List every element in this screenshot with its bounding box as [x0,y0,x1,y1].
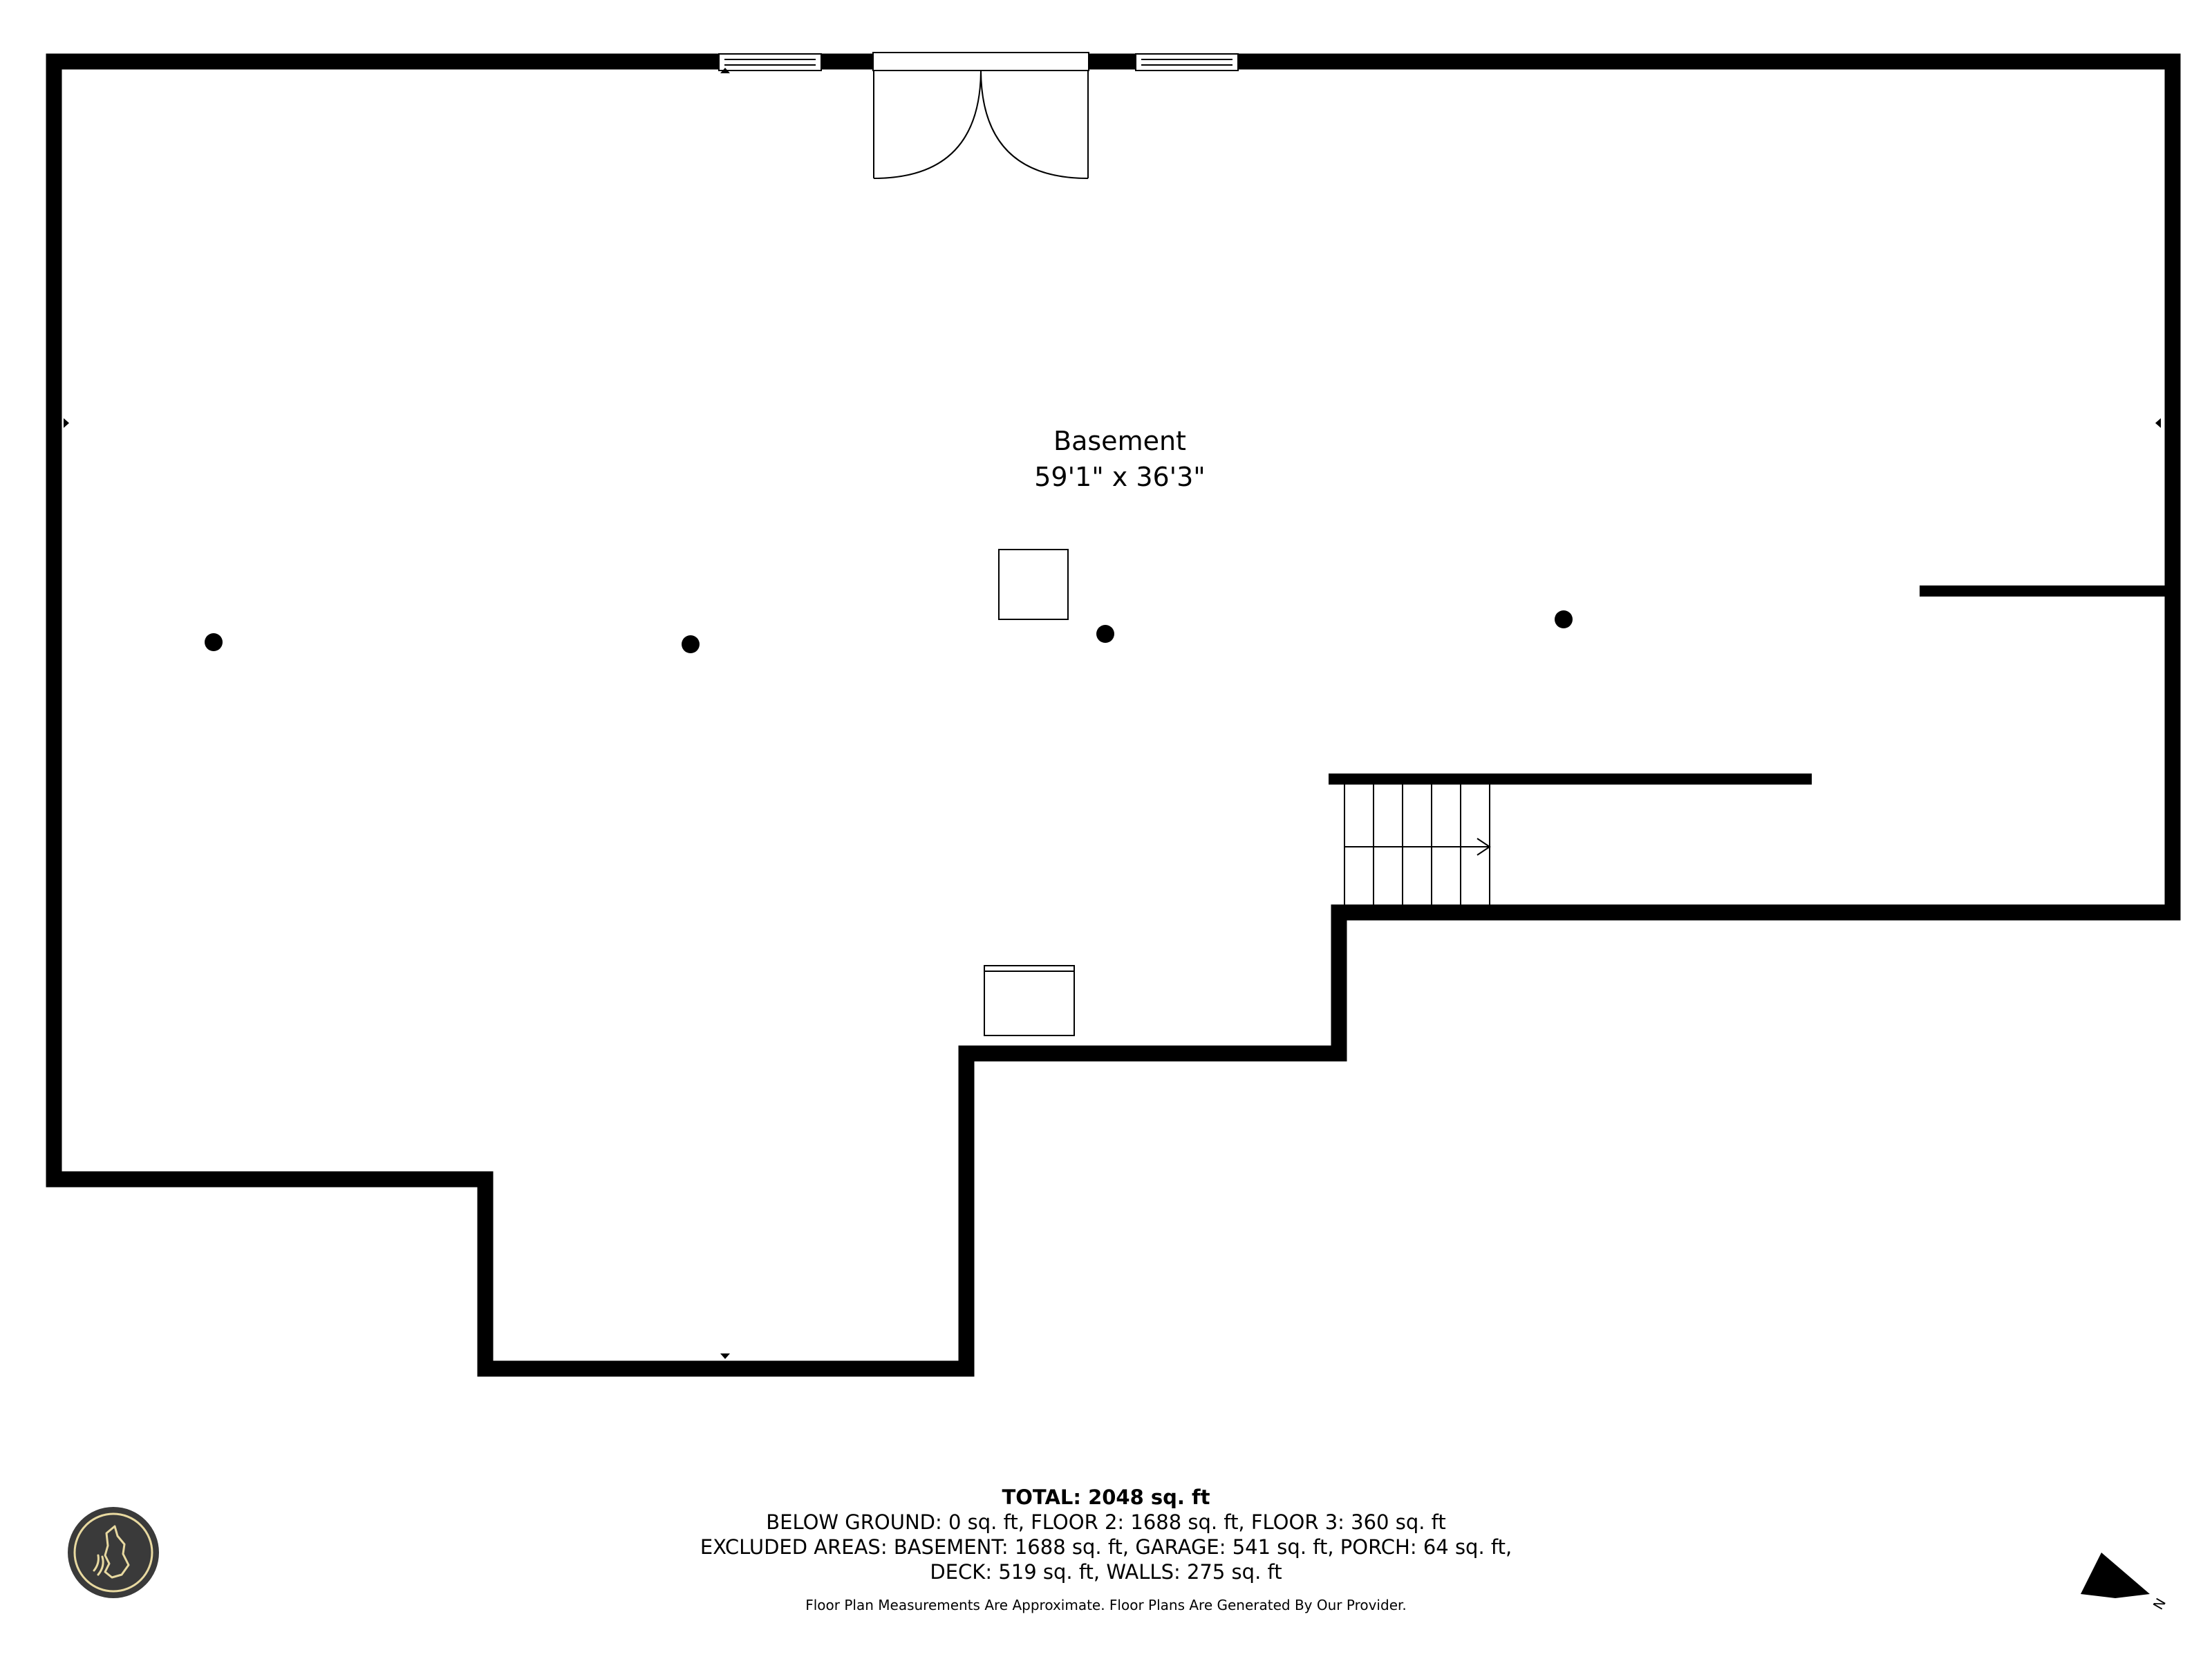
floor-areas: BELOW GROUND: 0 sq. ft, FLOOR 2: 1688 sq… [766,1510,1446,1534]
appliance-box [998,549,1069,620]
support-post [1096,625,1114,643]
support-post [1555,610,1573,628]
window-left [718,53,822,71]
staircase [1344,785,1491,906]
double-door [872,52,1089,179]
wall-marker-top [720,68,730,73]
wolf-logo-icon [68,1507,159,1598]
room-label: Basement 59'1" x 36'3" [982,423,1258,495]
exterior-wall [46,53,2181,1377]
north-arrow-icon: N [2081,1553,2169,1613]
room-name: Basement [1053,426,1186,456]
utility-box [984,965,1075,1036]
area-summary: TOTAL: 2048 sq. ft BELOW GROUND: 0 sq. f… [553,1485,1659,1613]
excluded-areas: EXCLUDED AREAS: BASEMENT: 1688 sq. ft, G… [700,1535,1512,1559]
disclaimer: Floor Plan Measurements Are Approximate.… [805,1597,1407,1613]
room-dimensions: 59'1" x 36'3" [1034,462,1206,492]
support-post [205,633,223,651]
wall-marker-bottom [720,1353,730,1359]
total-area: TOTAL: 2048 sq. ft [1002,1485,1210,1509]
excluded-areas-cont: DECK: 519 sq. ft, WALLS: 275 sq. ft [930,1560,1282,1584]
support-post [682,635,700,653]
window-right [1135,53,1239,71]
compass-label: N [2150,1595,2169,1613]
wall-marker-right [2155,418,2161,428]
wall-marker-left [64,418,69,428]
